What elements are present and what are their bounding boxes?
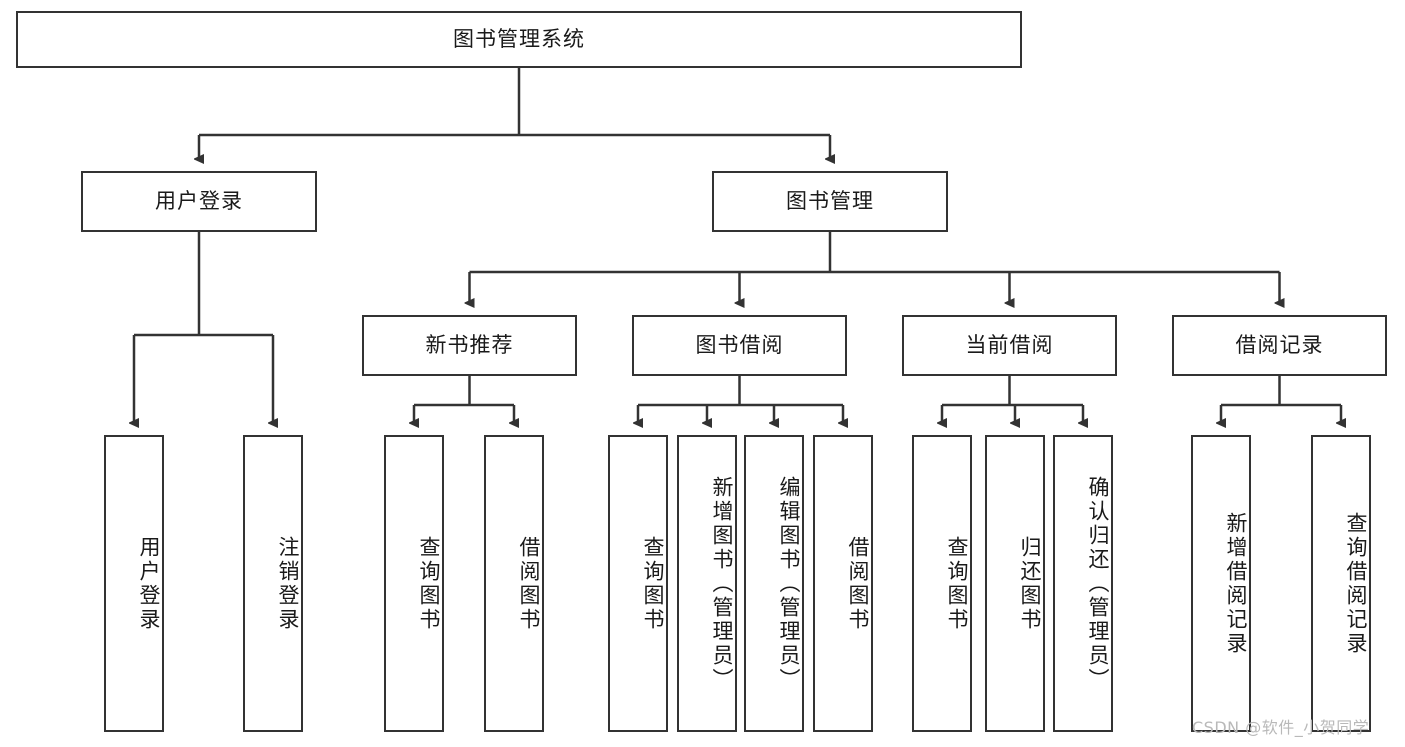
leaf-node-5: 新增图书（管理员）: [677, 435, 737, 732]
node-label: 归还图书: [1018, 535, 1042, 632]
leaf-node-3: 借阅图书: [484, 435, 544, 732]
leaf-node-10: 确认归还（管理员）: [1053, 435, 1113, 732]
leaf-node-12: 查询借阅记录: [1311, 435, 1371, 732]
node-label: 确认归还（管理员）: [1086, 475, 1110, 692]
node-label: 新书推荐: [425, 332, 514, 357]
node-label: 查询借阅记录: [1344, 511, 1368, 656]
node-label: 用户登录: [155, 188, 243, 213]
leaf-node-7: 借阅图书: [813, 435, 873, 732]
level3-node-2: 当前借阅: [902, 315, 1117, 376]
level2-node-0: 用户登录: [81, 171, 317, 232]
leaf-node-2: 查询图书: [384, 435, 444, 732]
node-label: 借阅记录: [1235, 332, 1324, 357]
node-label: 图书管理系统: [453, 26, 585, 51]
node-label: 用户登录: [137, 535, 161, 632]
leaf-node-9: 归还图书: [985, 435, 1045, 732]
node-label: 新增借阅记录: [1224, 511, 1248, 656]
node-label: 图书管理: [786, 188, 874, 213]
leaf-node-0: 用户登录: [104, 435, 164, 732]
root-node-0: 图书管理系统: [16, 11, 1022, 68]
level3-node-1: 图书借阅: [632, 315, 847, 376]
node-label: 查询图书: [641, 535, 665, 632]
node-label: 借阅图书: [517, 535, 541, 632]
node-label: 查询图书: [417, 535, 441, 632]
node-label: 注销登录: [276, 535, 300, 632]
node-label: 图书借阅: [695, 332, 784, 357]
level3-node-3: 借阅记录: [1172, 315, 1387, 376]
leaf-node-8: 查询图书: [912, 435, 972, 732]
level3-node-0: 新书推荐: [362, 315, 577, 376]
leaf-node-11: 新增借阅记录: [1191, 435, 1251, 732]
leaf-node-1: 注销登录: [243, 435, 303, 732]
leaf-node-4: 查询图书: [608, 435, 668, 732]
leaf-node-6: 编辑图书（管理员）: [744, 435, 804, 732]
node-label: 新增图书（管理员）: [710, 475, 734, 692]
level2-node-1: 图书管理: [712, 171, 948, 232]
node-label: 编辑图书（管理员）: [777, 475, 801, 692]
csdn-watermark: CSDN @软件_小贺同学: [1192, 718, 1370, 737]
node-label: 当前借阅: [965, 332, 1054, 357]
node-label: 借阅图书: [846, 535, 870, 632]
node-label: 查询图书: [945, 535, 969, 632]
